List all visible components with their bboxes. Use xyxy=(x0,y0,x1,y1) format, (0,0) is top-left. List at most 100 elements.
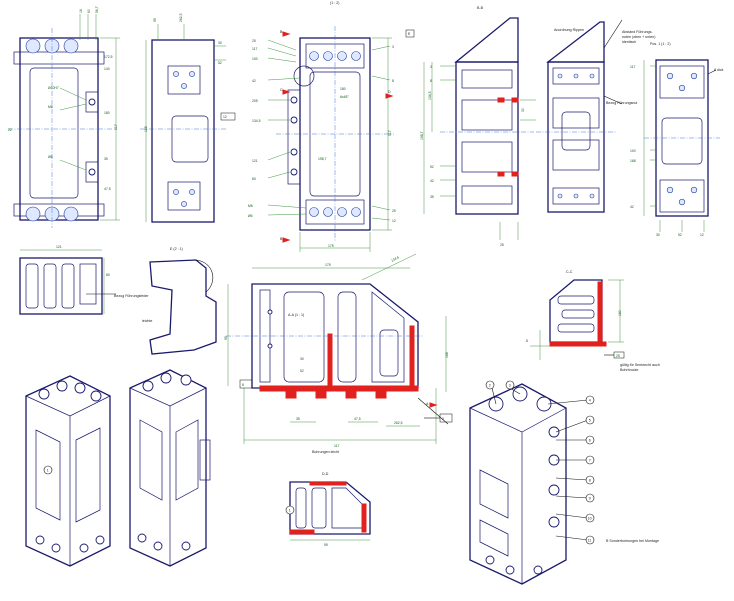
dim-main-r3: 25 xyxy=(392,209,396,213)
dim-top-b: 60 xyxy=(87,9,91,13)
dim-dd-width: 95 xyxy=(324,543,328,547)
balloon-r-7: 7 xyxy=(589,459,591,463)
dim-hole-a: Ø10H7 xyxy=(48,86,59,90)
dim-main-height: 517 xyxy=(388,130,392,136)
dim-left: 22 xyxy=(8,128,12,132)
note-bohrungen: Bohrungen leicht xyxy=(312,450,339,454)
section-bb-title: B-B xyxy=(477,6,484,10)
note-abstand-1: Abstand Führungs- xyxy=(622,30,653,34)
balloon-r-8: 8 xyxy=(589,479,591,483)
tol-box-aa2: 3 xyxy=(442,417,444,421)
dim-side-b: 140 xyxy=(104,67,110,71)
dim-bb-l5: 35 xyxy=(430,195,434,199)
section-cc-title: C-C xyxy=(566,270,573,274)
dim-pos1-l2: 100 xyxy=(630,149,636,153)
dim-main-l8: 80 xyxy=(252,177,256,181)
dim-hole-b: M8 xyxy=(48,105,53,109)
dim-main-l6: 134,5 xyxy=(252,119,261,123)
main-view-scale: (1 : 2) xyxy=(330,1,339,5)
dim-main-width: 175 xyxy=(328,244,334,248)
dim-aa-b1: 35 xyxy=(296,417,300,421)
note-bezug-feder: Bezug Führungsfeder xyxy=(114,294,149,298)
dim-small-width: 121 xyxy=(56,245,62,249)
dim-top-c: 56,7 xyxy=(95,6,99,13)
dim-aa-top: 175 xyxy=(325,263,331,267)
ribs-arrangement-view: Anordnung Rippen Abstand Führungs- nuten… xyxy=(536,19,655,213)
balloon-r-11: 11 xyxy=(588,539,592,543)
dim-main-l7: 121 xyxy=(252,159,258,163)
iso-view-left: 1 xyxy=(25,375,111,567)
dim-pos1-b2: 52 xyxy=(678,233,682,237)
small-section-left: Bezug Führungsfeder 121 80 xyxy=(19,245,149,315)
dim-main-l2: 117 xyxy=(252,47,258,51)
tol-box-a: 12 xyxy=(223,115,227,119)
ribs-title: Anordnung Rippen xyxy=(554,28,584,32)
dim-bb-bottom: 25 xyxy=(500,243,504,247)
section-aa-title: A-A (1 : 1) xyxy=(288,313,304,317)
dim-main-l9: M6 xyxy=(248,204,253,208)
detail-e-view: E (2 : 1) leichte xyxy=(142,247,217,355)
dim-aa-inner-b: 52 xyxy=(300,369,304,373)
dim-hole-c: Ø6 xyxy=(48,155,53,159)
dim-aa-inner-a: 30 xyxy=(300,357,304,361)
front-view-left: 517 16 60 56,7 172,5 140 180 35 47,5 Ø10… xyxy=(8,6,120,228)
dim-aa-left: 95 xyxy=(224,336,228,340)
balloon-dd-1: 1 xyxy=(289,509,291,513)
dim-main-l1: 25 xyxy=(252,39,256,43)
dim-pos1-b3: 12 xyxy=(700,233,704,237)
dim-main-r4: 12 xyxy=(392,219,396,223)
dim-side-right-b: 52 xyxy=(218,61,222,65)
dim-aa-b2: 47,5 xyxy=(354,417,361,421)
dim-side-a: 172,5 xyxy=(104,55,113,59)
dim-top-a: 16 xyxy=(79,9,83,13)
dim-side-top-b: 262,5 xyxy=(179,13,183,22)
dim-bb-l2: 8 xyxy=(430,79,432,83)
iso-view-middle xyxy=(129,369,211,567)
dim-small-height: 80 xyxy=(106,273,110,277)
dim-main-center: 198,7 xyxy=(318,157,327,161)
dim-side-e: 47,5 xyxy=(104,187,111,191)
mark-d: D xyxy=(388,90,391,94)
dim-side-height: 168 xyxy=(144,126,148,132)
note-leichte: leichte xyxy=(142,319,152,323)
pos1-title: Pos. 1 (1 : 2) xyxy=(650,42,671,46)
side-view: 168 95 262,5 30 52 12 xyxy=(140,13,236,223)
balloon-r-6: 6 xyxy=(589,439,591,443)
dim-pos1-l3: 168 xyxy=(630,159,636,163)
dim-bb-half: 134,5 xyxy=(428,91,432,100)
section-aa-view: A-A (1 : 1) A 175 95 117 Bohrungen leich… xyxy=(224,253,453,454)
balloon-r-3: 3 xyxy=(509,384,511,388)
dim-main-l10: Ø6 xyxy=(248,214,253,218)
balloon-r-4: 4 xyxy=(589,399,591,403)
pos1-view: Pos. 1 (1 : 2) 8 dick 117 100 168 42 30 … xyxy=(630,42,724,237)
balloon-r-10: 10 xyxy=(588,517,592,521)
note-abstand-3: identisch xyxy=(622,40,636,44)
dim-main-r2: 8 xyxy=(392,79,394,83)
mark-c: C xyxy=(280,88,283,92)
dim-side-right-a: 30 xyxy=(218,41,222,45)
section-dd-view: D-D 1 95 xyxy=(285,472,371,547)
dim-aa-b3: 262,5 xyxy=(394,421,403,425)
main-view: (1 : 2) xyxy=(248,1,415,252)
dim-cc-left: 8 xyxy=(526,339,528,343)
tol-box-cc: 25 xyxy=(616,354,620,358)
dim-pos1-l1: 117 xyxy=(630,65,636,69)
detail-e-title: E (2 : 1) xyxy=(170,247,183,251)
mark-b-top: B xyxy=(280,30,283,34)
balloon-r-9: 9 xyxy=(589,497,591,501)
dim-main-inner-a: 180 xyxy=(340,87,346,91)
dim-side-c: 180 xyxy=(104,111,110,115)
mark-b-bottom: B xyxy=(280,237,283,241)
dim-bb-rib: 30 xyxy=(521,108,525,112)
balloon-left-1: 1 xyxy=(47,469,49,473)
note-bezug-nut: Bezug Führungsnut xyxy=(606,101,637,105)
dim-aa-bottom: 117 xyxy=(334,444,340,448)
balloon-r-2: 2 xyxy=(489,384,491,388)
balloon-r-5: 5 xyxy=(589,419,591,423)
dim-aa-right: 168 xyxy=(445,352,449,358)
dim-main-l4: 42 xyxy=(252,79,256,83)
dim-aa-angle: 134,5 xyxy=(391,255,400,263)
note-gueltig-1: gültig für Senkrecht auch xyxy=(620,363,660,367)
tol-box-aa: 8 xyxy=(242,383,244,387)
